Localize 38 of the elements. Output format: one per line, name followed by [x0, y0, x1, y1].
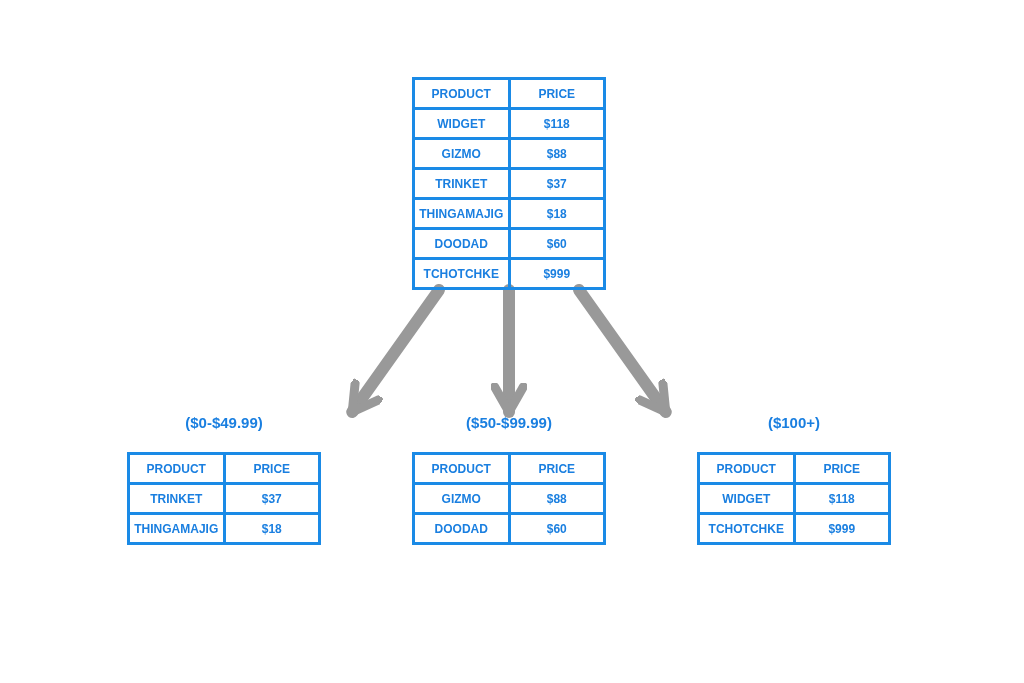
price-cell: $999 [509, 258, 605, 289]
price-range-heading: ($50-$99.99) [465, 413, 553, 433]
product-cell: THINGAMAJIG [413, 198, 509, 229]
arrow [573, 284, 672, 418]
product-cell: GIZMO [413, 138, 509, 169]
header-cell: PRODUCT [698, 453, 794, 484]
product-cell: DOODAD [413, 228, 509, 259]
price-cell: $18 [509, 198, 605, 229]
price-cell: $37 [224, 483, 320, 514]
product-cell: WIDGET [413, 108, 509, 139]
price-range-heading: ($0-$49.99) [184, 413, 264, 433]
product-cell: TRINKET [128, 483, 224, 514]
header-cell: PRICE [509, 453, 605, 484]
price-cell: $118 [794, 483, 890, 514]
arrow [346, 284, 445, 418]
product-cell: THINGAMAJIG [128, 513, 224, 544]
price-cell: $18 [224, 513, 320, 544]
arrow [490, 284, 528, 418]
header-cell: PRICE [224, 453, 320, 484]
header-cell: PRODUCT [413, 453, 509, 484]
product-cell: TCHOTCHKE [413, 258, 509, 289]
price-range-heading: ($100+) [766, 413, 822, 433]
header-cell: PRODUCT [128, 453, 224, 484]
header-cell: PRICE [509, 78, 605, 109]
product-cell: TRINKET [413, 168, 509, 199]
product-cell: GIZMO [413, 483, 509, 514]
price-cell: $118 [509, 108, 605, 139]
price-cell: $999 [794, 513, 890, 544]
price-cell: $60 [509, 228, 605, 259]
header-cell: PRICE [794, 453, 890, 484]
product-cell: WIDGET [698, 483, 794, 514]
price-cell: $88 [509, 483, 605, 514]
price-cell: $88 [509, 138, 605, 169]
price-cell: $37 [509, 168, 605, 199]
product-cell: DOODAD [413, 513, 509, 544]
header-cell: PRODUCT [413, 78, 509, 109]
product-cell: TCHOTCHKE [698, 513, 794, 544]
price-cell: $60 [509, 513, 605, 544]
